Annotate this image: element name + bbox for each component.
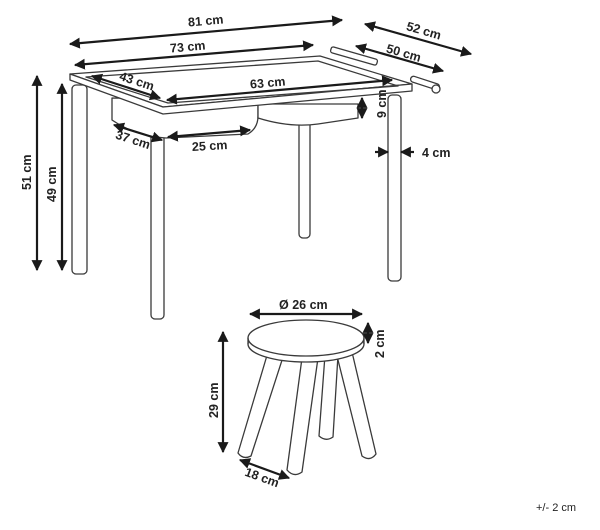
dim-stool-diameter: Ø 26 cm [279,298,328,312]
stool-leg-back [318,354,339,440]
table-leg-front-right [150,111,165,320]
stool-leg-front [286,357,319,476]
stool-leg-right [335,351,377,460]
dim-stool-height: 29 cm [207,383,221,418]
table-dimensions: 81 cm 52 cm 73 cm 50 cm 43 cm 63 cm 9 cm… [20,13,473,272]
stool-leg-left [237,351,285,459]
dim-leg-width: 4 cm [422,146,451,160]
dim-stool-seat-thickness: 2 cm [373,330,387,359]
table-tray [257,103,359,126]
dim-table-outer-width: 81 cm [187,13,224,30]
dim-table-top-depth: 50 cm [385,42,423,65]
dim-table-leg-height: 49 cm [45,167,59,202]
dim-table-total-height: 51 cm [20,155,34,190]
dim-tray-width: 63 cm [249,75,286,92]
dim-drawer-width: 25 cm [192,138,228,154]
dim-table-outer-depth: 52 cm [405,19,443,42]
table-leg-front-left [71,84,88,275]
table-rod-knob [431,84,441,94]
dim-tray-height: 9 cm [375,90,389,119]
dim-table-top-width: 73 cm [169,39,206,56]
table-leg-back-left [298,117,311,239]
tolerance-note: +/- 2 cm [536,502,576,514]
stool-drawing [237,319,377,476]
stool-seat [247,319,365,357]
table-leg-back-right [387,94,402,282]
